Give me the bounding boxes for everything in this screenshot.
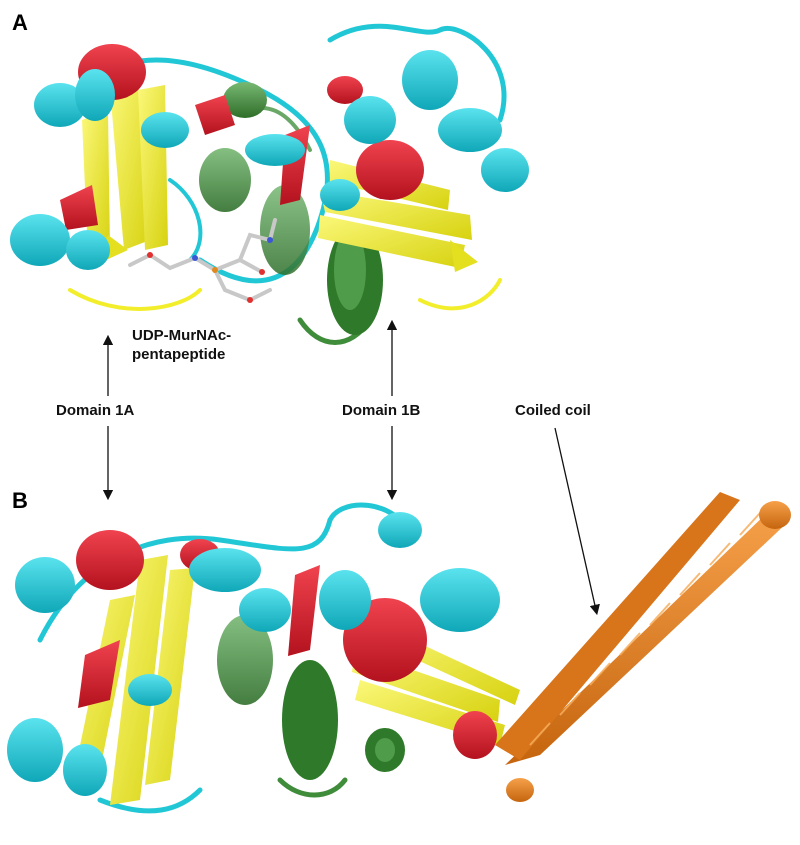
ligand-label-line2: pentapeptide — [132, 346, 226, 363]
panel-b-loops — [37, 502, 403, 814]
panel-a-structure — [10, 23, 529, 345]
panel-b-red-elements — [76, 530, 497, 759]
panel-b-cyan-helices — [7, 512, 500, 796]
panel-letter-b: B — [12, 488, 28, 513]
ligand-label-line1: UDP-MurNAc- — [132, 327, 232, 344]
panel-a-green-helices — [199, 82, 383, 335]
annotation-arrows — [102, 319, 600, 616]
panel-b-structure — [7, 492, 791, 814]
arrow-coiled-coil — [554, 427, 600, 616]
domain-1b-label: Domain 1B — [342, 402, 421, 419]
panel-a-cyan-helices — [10, 50, 529, 270]
panel-a-loops — [57, 23, 507, 345]
panel-a-ligand — [128, 218, 277, 303]
coiled-coil-helices — [495, 492, 791, 802]
panel-letter-a: A — [12, 10, 28, 35]
domain-1a-label: Domain 1A — [56, 402, 135, 419]
coiled-coil-label: Coiled coil — [515, 402, 591, 419]
panel-b-green-helices — [217, 615, 405, 780]
ligand-label: UDP-MurNAc- pentapeptide — [132, 326, 231, 364]
